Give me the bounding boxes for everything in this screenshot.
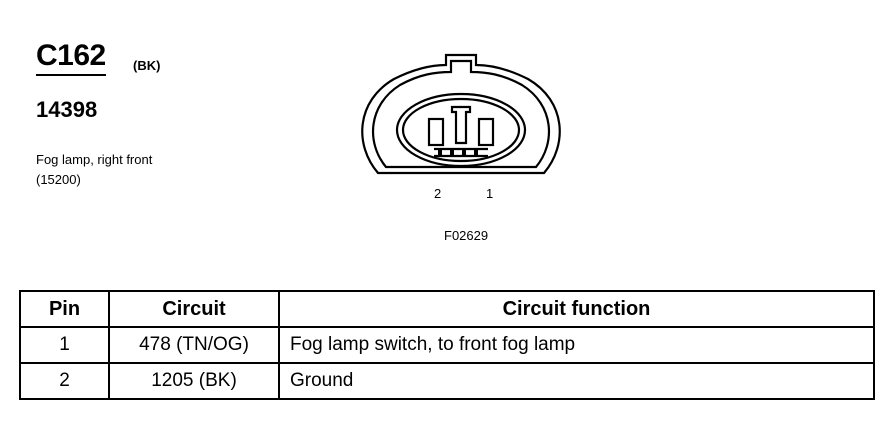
cell-circuit-function: Ground — [278, 362, 875, 400]
header-circuit: Circuit — [108, 290, 280, 328]
header-circuit-function: Circuit function — [278, 290, 875, 328]
connector-description: Fog lamp, right front — [36, 152, 153, 167]
pin-label-2: 2 — [434, 186, 442, 201]
part-number: 14398 — [36, 97, 98, 122]
center-latch — [450, 105, 472, 145]
cell-pin: 2 — [19, 362, 110, 400]
table-row: 1 478 (TN/OG) Fog lamp switch, to front … — [19, 326, 875, 364]
cell-circuit-function: Fog lamp switch, to front fog lamp — [278, 326, 875, 364]
connector-description-ref: (15200) — [36, 172, 81, 187]
cell-circuit: 1205 (BK) — [108, 362, 280, 400]
cell-circuit: 478 (TN/OG) — [108, 326, 280, 364]
pin-cavity — [395, 92, 527, 168]
table-header-row: Pin Circuit Circuit function — [19, 290, 875, 328]
pin-label-1: 1 — [486, 186, 494, 201]
connector-face-drawing — [361, 53, 561, 175]
cell-pin: 1 — [19, 326, 110, 364]
table-row: 2 1205 (BK) Ground — [19, 362, 875, 400]
connector-id: C162 — [36, 40, 106, 76]
terminal-2 — [427, 117, 445, 147]
figure-reference: F02629 — [444, 228, 489, 243]
terminal-1 — [477, 117, 495, 147]
header-pin: Pin — [19, 290, 110, 328]
connector-housing-outer — [361, 53, 561, 175]
connector-color: (BK) — [133, 58, 161, 73]
connector-housing-inner — [372, 59, 550, 169]
pin-table: Pin Circuit Circuit function 1 478 (TN/O… — [19, 290, 875, 400]
